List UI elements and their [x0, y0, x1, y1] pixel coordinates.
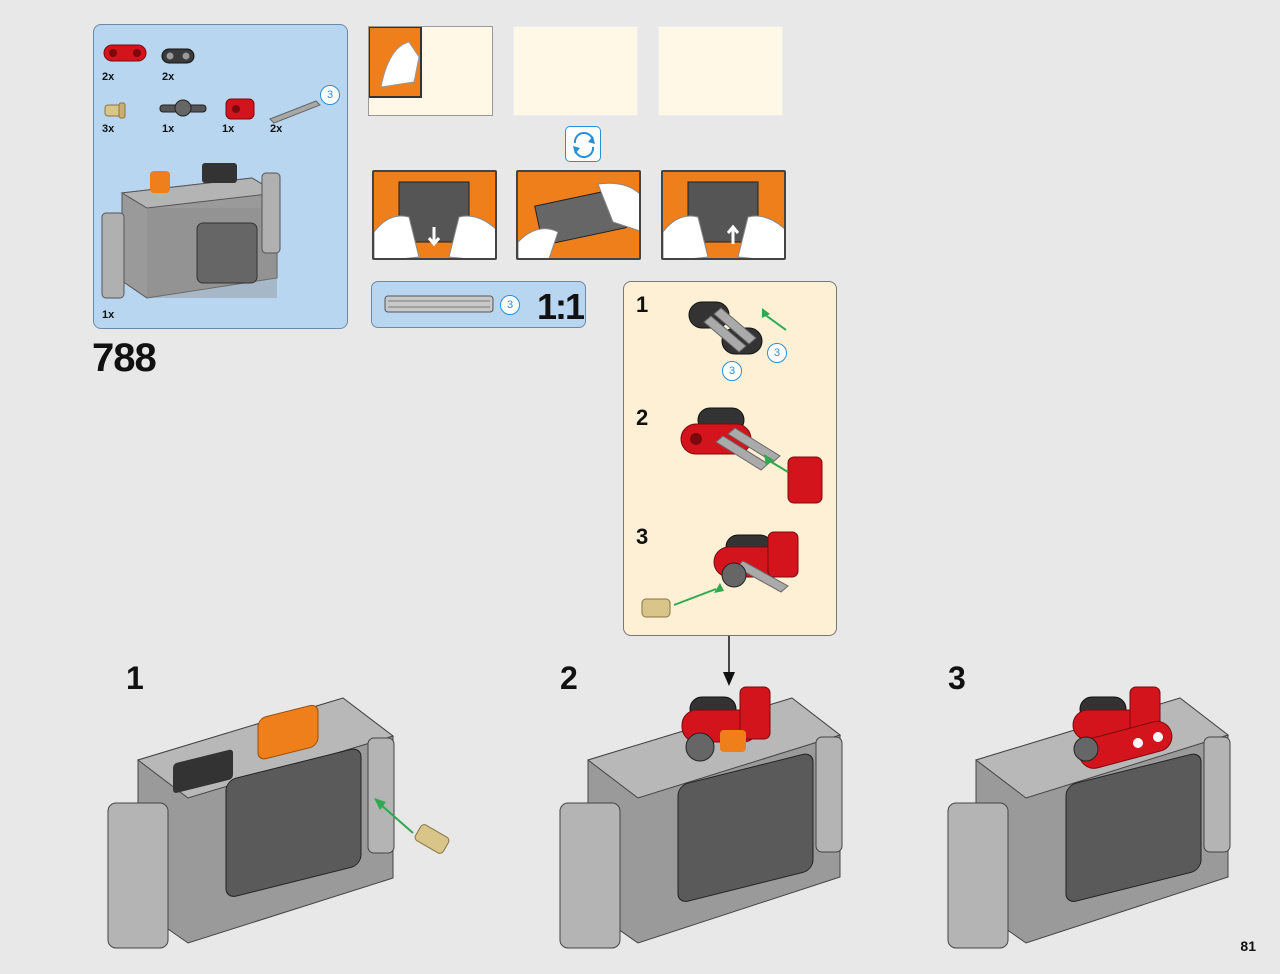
- photo-top-3: [658, 26, 783, 116]
- subassembly-panel: 1 3 3 2 3: [623, 281, 837, 636]
- sub-step-1-illustration: [688, 301, 787, 355]
- black-beam-qty: 2x: [162, 71, 175, 83]
- axle-length-indicator: 3: [320, 85, 340, 105]
- tan-pin-part: [104, 102, 126, 119]
- grey-axle-qty: 2x: [270, 123, 283, 135]
- main-step-2-number: 2: [560, 660, 578, 696]
- red-beam-part: [103, 44, 147, 62]
- scale-ratio: 1:1: [537, 286, 585, 327]
- parts-list-panel: 2x 2x 3x 1x 1x 3 2x 1x: [93, 24, 348, 329]
- tan-pin-qty: 3x: [102, 123, 115, 135]
- main-step-3-number: 3: [948, 660, 966, 696]
- dark-axle-connector-part: [159, 99, 207, 117]
- sub-step-3-number: 3: [636, 524, 649, 549]
- red-beam-qty: 2x: [102, 71, 115, 83]
- axle-scale-icon: [384, 295, 494, 313]
- photo-battery-open-1: [372, 170, 497, 260]
- main-step-1-illustration: [107, 697, 450, 949]
- main-step-3-illustration: [947, 686, 1231, 949]
- rotate-icon: [565, 126, 601, 162]
- red-connector-qty: 1x: [222, 123, 235, 135]
- dark-axle-connector-qty: 1x: [162, 123, 175, 135]
- sub-step-3-illustration: [641, 531, 799, 618]
- sub-step-2-number: 2: [636, 405, 649, 430]
- sub-step-1-number: 1: [636, 292, 649, 317]
- photo-battery-close: [661, 170, 786, 260]
- photo-top-1: [368, 26, 493, 116]
- sub-step-2-illustration: [680, 407, 823, 504]
- photo-battery-open-2: [516, 170, 641, 260]
- step-number: 788: [92, 336, 157, 380]
- scale-axle-length: 3: [500, 295, 520, 315]
- sub-step-1-length-a: 3: [767, 343, 787, 363]
- main-step-1-number: 1: [126, 660, 144, 696]
- battery-box-qty: 1x: [102, 309, 115, 321]
- main-step-2-illustration: [559, 686, 843, 949]
- page-number: 81: [1240, 938, 1256, 954]
- sub-step-1-length-b: 3: [722, 361, 742, 381]
- photo-top-2: [513, 26, 638, 116]
- scale-reference-panel: 3 1:1: [371, 281, 586, 328]
- black-beam-part: [161, 48, 195, 64]
- down-arrow-icon: [723, 636, 735, 686]
- red-connector-part: [225, 98, 255, 120]
- battery-box-part: [101, 163, 281, 299]
- grey-axle-part: [269, 100, 321, 124]
